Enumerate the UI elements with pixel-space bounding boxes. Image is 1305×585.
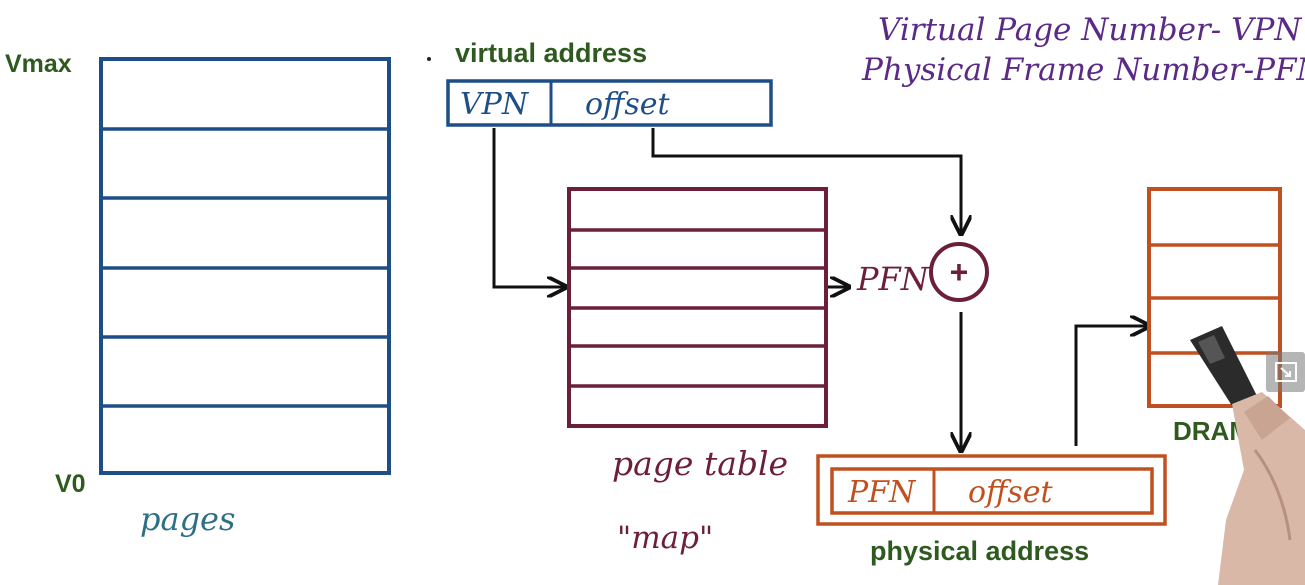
arrows bbox=[492, 128, 1149, 451]
vpn-field: VPN bbox=[460, 87, 530, 122]
offset-arrow bbox=[651, 128, 961, 234]
expand-icon bbox=[1275, 362, 1297, 382]
pfn-output-label: PFN bbox=[856, 260, 930, 298]
physical-offset-field: offset bbox=[968, 475, 1053, 510]
virtual-pages-block bbox=[99, 57, 391, 475]
stray-dot bbox=[427, 57, 431, 61]
hand-with-marker bbox=[1190, 326, 1305, 585]
offset-field: offset bbox=[585, 87, 670, 122]
pages-label: pages bbox=[140, 500, 235, 538]
page-table-label: page table bbox=[612, 444, 788, 483]
plus-sign: + bbox=[950, 254, 969, 290]
physical-address-title: physical address bbox=[870, 536, 1089, 566]
v0-label: V0 bbox=[55, 470, 86, 498]
dram-arrow bbox=[1074, 326, 1149, 446]
virtual-address-box bbox=[446, 79, 773, 127]
note-vpn: Virtual Page Number- VPN bbox=[878, 12, 1303, 48]
page-table bbox=[567, 187, 828, 428]
pfn-field: PFN bbox=[847, 475, 917, 510]
vpn-arrow bbox=[492, 128, 566, 287]
physical-address-box bbox=[816, 454, 1167, 526]
virtual-address-title: virtual address bbox=[455, 38, 647, 68]
map-label: "map" bbox=[617, 520, 713, 556]
expand-button[interactable] bbox=[1266, 352, 1305, 392]
adder-circle bbox=[929, 242, 989, 302]
vmax-label: Vmax bbox=[5, 50, 72, 78]
note-pfn: Physical Frame Number-PFN bbox=[861, 52, 1305, 88]
